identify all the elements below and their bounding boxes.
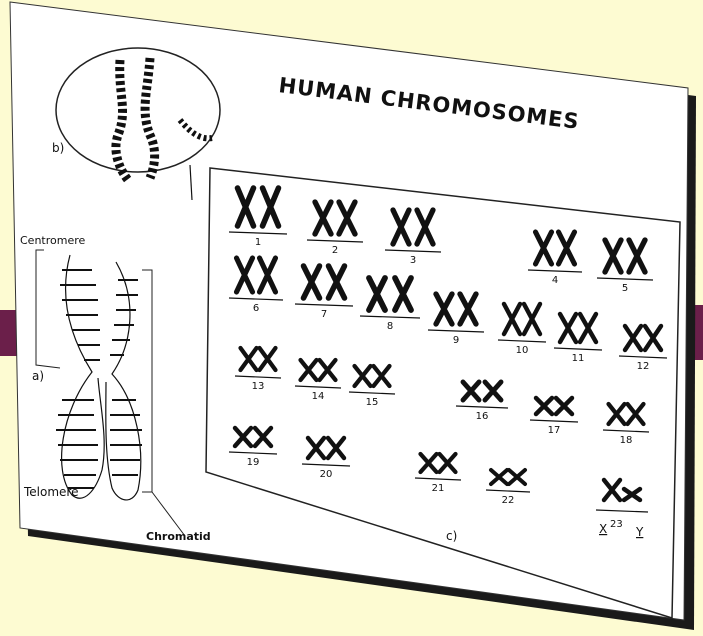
chromosome-number: 9 (453, 335, 459, 346)
label-b: b) (52, 141, 64, 155)
chromosome-number: 2 (332, 245, 338, 256)
chromosome-number: 19 (247, 457, 260, 468)
chromosome-number: 20 (320, 469, 333, 480)
sex-label-x: X (599, 522, 607, 536)
chromosome-number: 5 (622, 283, 628, 294)
chromosome-number: 10 (516, 345, 529, 356)
label-c: c) (446, 529, 457, 543)
label-chromatid: Chromatid (146, 530, 211, 543)
chromosome-number: 16 (476, 411, 489, 422)
chromosome-number: 22 (502, 495, 515, 506)
chromosome-number: 21 (432, 483, 445, 494)
chromosome-number: 8 (387, 321, 393, 332)
chromosome-number: 17 (548, 425, 561, 436)
sex-label-y: Y (635, 525, 644, 539)
chromosome-number: 15 (366, 397, 379, 408)
label-centromere: Centromere (20, 234, 86, 247)
chromosome-number: 18 (620, 435, 633, 446)
chromosome-number: 14 (312, 391, 325, 402)
chromosome-number: 1 (255, 237, 261, 248)
sex-label-number: 23 (610, 519, 623, 530)
chromosome-number: 13 (252, 381, 265, 392)
label-telomere: Telomere (23, 485, 78, 499)
chromosome-number: 12 (637, 361, 650, 372)
label-a: a) (32, 369, 44, 383)
chromosome-number: 4 (552, 275, 558, 286)
chromosome-number: 6 (253, 303, 259, 314)
chromosome-number: 3 (410, 255, 416, 266)
chromosome-number: 11 (572, 353, 585, 364)
chromosome-number: 7 (321, 309, 327, 320)
